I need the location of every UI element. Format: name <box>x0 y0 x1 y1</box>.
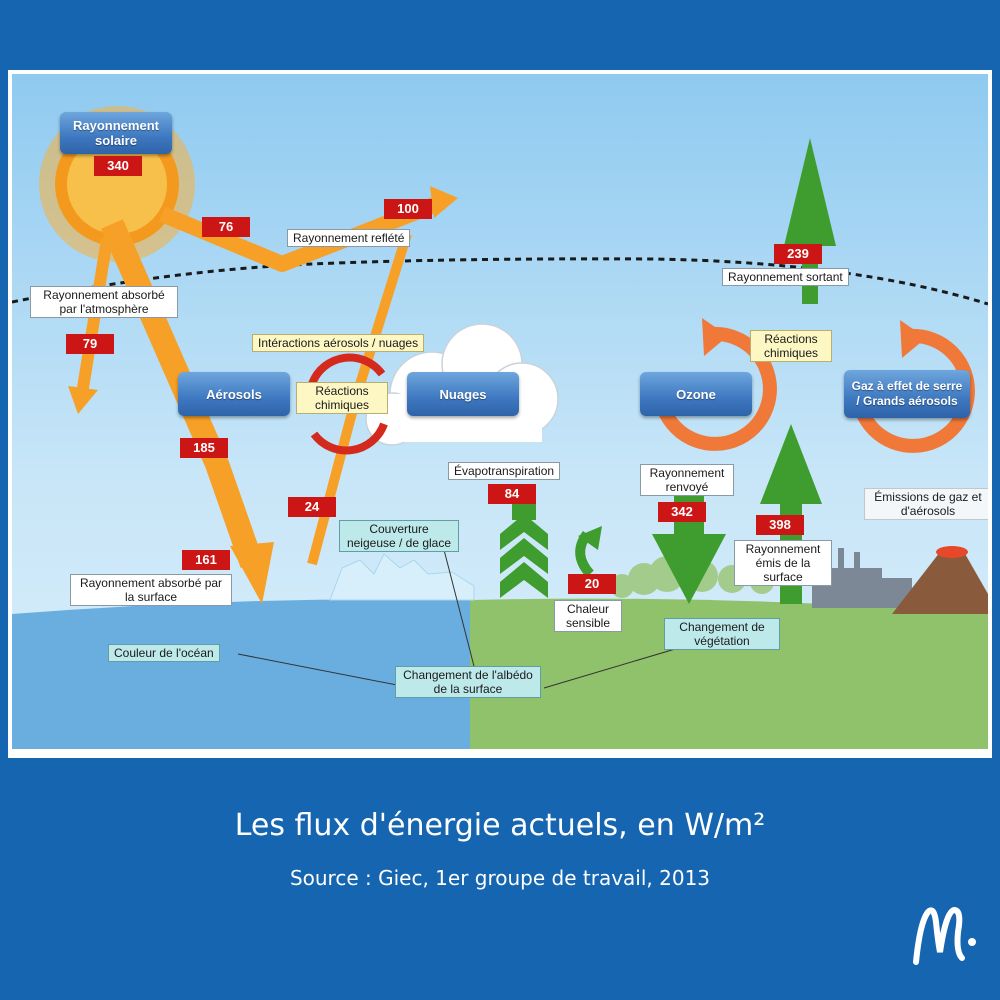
absorbed-atmosphere-arrowhead <box>68 386 98 414</box>
back-radiation-value: 342 <box>658 502 706 522</box>
outgoing-label: Rayonnement sortant <box>722 268 849 286</box>
incoming-solar-arrowhead <box>230 542 274 604</box>
ocean <box>12 599 470 749</box>
land <box>470 598 988 749</box>
volcano <box>892 552 988 614</box>
ghg-cycle-arrowhead <box>900 320 926 358</box>
evapotranspiration-value: 84 <box>488 484 536 504</box>
outgoing-value: 239 <box>774 244 822 264</box>
back-radiation-arrow <box>652 484 726 604</box>
evapotranspiration-label: Évapotranspiration <box>448 462 561 480</box>
volcano-lava <box>936 546 968 558</box>
energy-flux-diagram: Rayonnement solaire Aérosols Nuages Ozon… <box>12 74 988 749</box>
aerosols-pill: Aérosols <box>178 372 290 416</box>
ozone-cycle-arrowhead <box>702 318 728 356</box>
diagram-graphics <box>12 106 988 749</box>
surface-reflected-value: 24 <box>288 497 336 517</box>
solar-value: 340 <box>94 156 142 176</box>
surface-emitted-value: 398 <box>756 515 804 535</box>
caption-title: Les flux d'énergie actuels, en W/m² <box>234 808 766 843</box>
absorbed-atmosphere-value: 79 <box>66 334 114 354</box>
clouds-pill: Nuages <box>407 372 519 416</box>
reflected-value-right: 100 <box>384 199 432 219</box>
aerosol-cloud-interactions-label: Intéractions aérosols / nuages <box>252 334 425 352</box>
outgoing-arrow <box>784 138 836 304</box>
albedo-change-label: Changement de l'albédo de la surface <box>395 666 541 698</box>
absorbed-surface-value-upper: 185 <box>180 438 228 458</box>
reflected-arrowhead <box>430 186 458 218</box>
snow-ice-label: Couverture neigeuse / de glace <box>339 520 459 552</box>
reflected-value-left: 76 <box>202 217 250 237</box>
absorbed-surface-label: Rayonnement absorbé par la surface <box>70 574 232 606</box>
sensible-heat-arrowhead <box>578 526 602 550</box>
ghg-pill: Gaz à effet de serre / Grands aérosols <box>844 370 970 418</box>
sensible-heat-value: 20 <box>568 574 616 594</box>
surface-emitted-arrow <box>760 424 822 604</box>
ozone-pill: Ozone <box>640 372 752 416</box>
solar-radiation-pill: Rayonnement solaire <box>60 112 172 154</box>
back-radiation-label: Rayonnement renvoyé <box>640 464 734 496</box>
absorbed-surface-value-lower: 161 <box>182 550 230 570</box>
emissions-label: Émissions de gaz et d'aérosols <box>864 488 988 520</box>
caption-source: Source : Giec, 1er groupe de travail, 20… <box>289 866 711 890</box>
chemical-reactions-right-label: Réactions chimiques <box>750 330 832 362</box>
evapotranspiration-arrow <box>500 494 548 598</box>
brand-logo-icon <box>913 906 976 965</box>
reflected-label: Rayonnement reflété <box>287 229 411 247</box>
chemical-reactions-left-label: Réactions chimiques <box>296 382 388 414</box>
vegetation-change-label: Changement de végétation <box>664 618 780 650</box>
sensible-heat-label: Chaleur sensible <box>554 600 622 632</box>
surface-emitted-label: Rayonnement émis de la surface <box>734 540 832 586</box>
snow-ice-cover <box>329 553 475 601</box>
absorbed-atmosphere-label: Rayonnement absorbé par l'atmosphère <box>30 286 178 318</box>
chemical-cycle-left <box>308 353 388 455</box>
ocean-color-label: Couleur de l'océan <box>108 644 220 662</box>
leader-lines <box>237 541 693 689</box>
